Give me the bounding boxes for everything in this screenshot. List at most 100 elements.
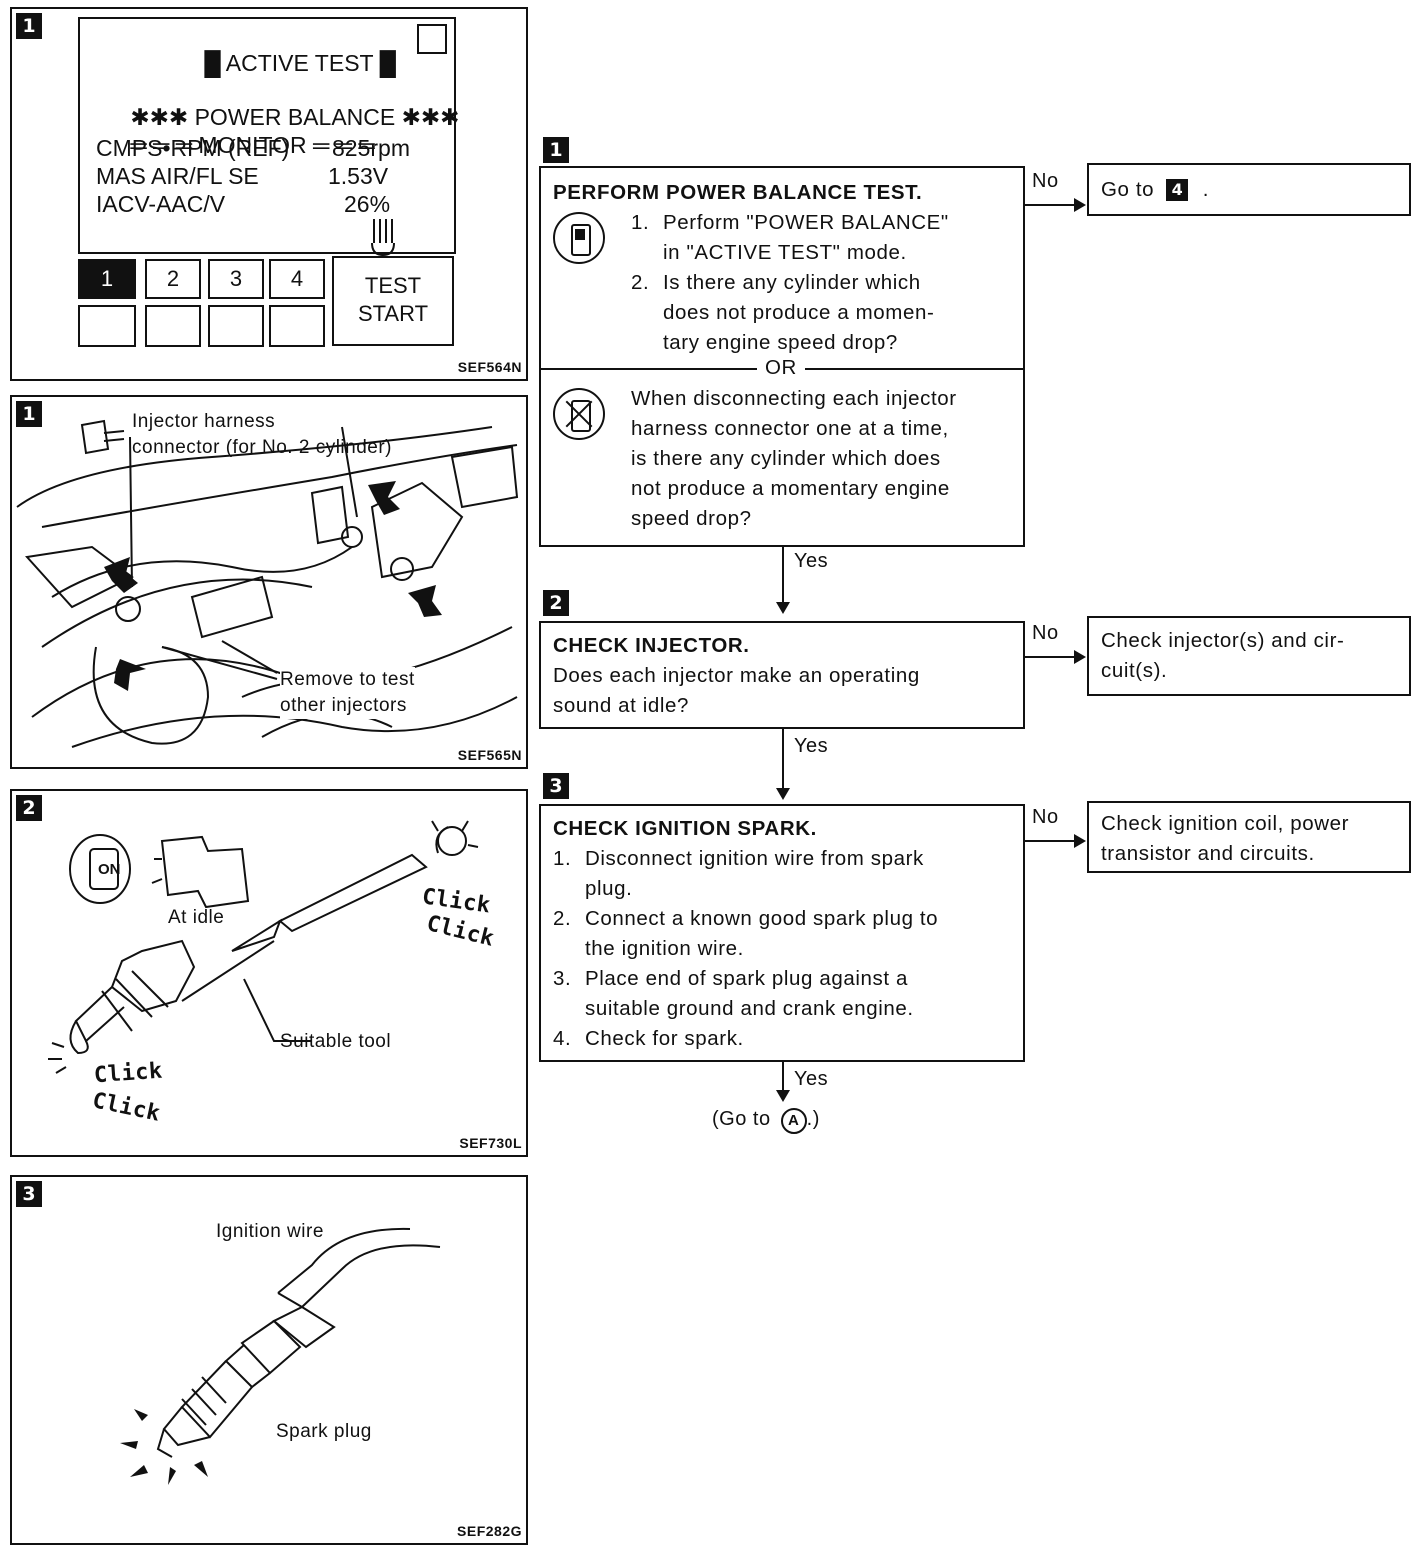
yes-arrow-line <box>782 547 784 605</box>
arrow-icon <box>408 585 442 617</box>
arrow-head-icon <box>776 788 790 800</box>
arrow-icon <box>114 659 146 691</box>
or-label: OR <box>757 354 805 382</box>
spark-plug-drawing <box>120 1227 441 1485</box>
no-arrow-line <box>1025 840 1077 842</box>
step1-title: PERFORM POWER BALANCE TEST. <box>553 181 923 204</box>
yes-branch-label: Yes <box>794 1068 829 1090</box>
check-ignition-text: Check ignition coil, power transistor an… <box>1101 812 1350 865</box>
yes-arrow-line <box>782 729 784 791</box>
injector-tool-drawing <box>48 820 479 1074</box>
monitor-row-label: CMPS•RPM (REF) <box>96 135 290 161</box>
monitor-label: MONITOR <box>198 132 307 158</box>
spark-plug-icon <box>240 1319 302 1375</box>
header-block-icon: █ <box>204 50 221 76</box>
monitor-row-value: 825rpm <box>332 135 410 161</box>
panel-injector-click: 2 ON At idle Click Click Suitable tool C… <box>10 789 528 1157</box>
consult-tool-icon <box>553 212 605 264</box>
monitor-line: ═ ═ ═ MONITOR ═ ═ ═ <box>92 105 375 186</box>
goto-a-text: (Go to A.) <box>712 1108 820 1134</box>
step-badge: 2 <box>16 795 42 821</box>
step3-box: CHECK IGNITION SPARK. 1.Disconnect ignit… <box>539 804 1025 1062</box>
goto-4-box[interactable]: Go to 4 . <box>1087 163 1411 216</box>
power-balance-line: ✱✱✱ POWER BALANCE ✱✱✱ <box>92 77 459 158</box>
key-2-button[interactable]: 2 <box>145 259 201 299</box>
yes-branch-label: Yes <box>794 550 829 572</box>
step-badge: 1 <box>543 137 569 163</box>
arrow-head-icon <box>1074 834 1086 848</box>
figure-code: SEF564N <box>457 359 522 375</box>
double-dash-icon: ═ ═ ═ <box>312 132 375 158</box>
ignition-key-icon <box>69 834 131 904</box>
no-arrow-line <box>1025 204 1077 206</box>
no-branch-label: No <box>1032 170 1059 192</box>
active-test-title: ACTIVE TEST <box>225 50 374 76</box>
step1-alt-text: When disconnecting each injector harness… <box>631 387 957 530</box>
power-balance-label: POWER BALANCE <box>194 104 396 130</box>
blank-key-button[interactable] <box>269 305 325 347</box>
step-badge: 2 <box>543 590 569 616</box>
check-injector-text: Check injector(s) and cir- cuit(s). <box>1101 629 1345 682</box>
no-tool-icon <box>553 388 605 440</box>
ignition-wire-icon <box>301 1244 441 1308</box>
tool-label: Suitable tool <box>280 1031 392 1052</box>
test-start-label: START <box>357 301 429 326</box>
step2-text: Does each injector make an operating sou… <box>553 664 920 717</box>
connector-label: Injector harness connector (for No. 2 cy… <box>132 411 392 458</box>
step-badge: 1 <box>16 401 42 427</box>
yes-arrow-line <box>782 1062 784 1094</box>
at-idle-label: At idle <box>168 907 225 928</box>
asterisk-icon: ✱✱✱ <box>130 104 189 130</box>
asterisk-icon: ✱✱✱ <box>401 104 460 130</box>
panel-active-test: 1 █ ACTIVE TEST █ ✱✱✱ POWER BALANCE ✱✱✱ … <box>10 7 528 381</box>
step2-title: CHECK INJECTOR. <box>553 634 750 657</box>
step-badge: 1 <box>16 13 42 39</box>
double-dash-icon: ═ ═ ═ <box>130 132 193 158</box>
remove-label: Remove to test other injectors <box>280 667 415 719</box>
test-start-button[interactable]: TEST START <box>332 256 454 346</box>
arrow-head-icon <box>776 602 790 614</box>
monitor-row-label: MAS AIR/FL SE <box>96 163 259 189</box>
test-start-label: TEST <box>364 273 422 298</box>
key-1-button[interactable]: 1 <box>78 259 136 299</box>
goto-4-text: Go to 4 . <box>1101 178 1210 201</box>
no-branch-label: No <box>1032 622 1059 644</box>
check-ignition-box: Check ignition coil, power transistor an… <box>1087 801 1411 873</box>
ignition-wire-label: Ignition wire <box>216 1221 324 1242</box>
screen-corner-box[interactable] <box>417 24 447 54</box>
step-badge: 4 <box>1166 179 1189 201</box>
key-4-button[interactable]: 4 <box>269 259 325 299</box>
step3-title: CHECK IGNITION SPARK. <box>553 817 817 840</box>
arrow-icon <box>104 557 138 593</box>
step-badge: 3 <box>543 773 569 799</box>
step-badge: 3 <box>16 1181 42 1207</box>
panel-spark-plug: 3 Ignition wire Spark plug SEF282G <box>10 1175 528 1545</box>
arrow-head-icon <box>1074 198 1086 212</box>
step2-box: CHECK INJECTOR. Does each injector make … <box>539 621 1025 729</box>
blank-key-button[interactable] <box>208 305 264 347</box>
arrow-head-icon <box>776 1090 790 1102</box>
blank-key-button[interactable] <box>78 305 136 347</box>
key-3-button[interactable]: 3 <box>208 259 264 299</box>
figure-code: SEF565N <box>457 747 522 763</box>
screwdriver-icon <box>278 853 428 933</box>
header-block-icon: █ <box>379 50 396 76</box>
yes-branch-label: Yes <box>794 735 829 757</box>
engine-icon <box>160 835 250 909</box>
pointing-hand-icon <box>371 219 395 257</box>
step1-items: 1.Perform "POWER BALANCE"in "ACTIVE TEST… <box>631 211 949 354</box>
consult-screen: █ ACTIVE TEST █ ✱✱✱ POWER BALANCE ✱✱✱ ═ … <box>78 17 459 257</box>
monitor-row-label: IACV-AAC/V <box>96 191 226 217</box>
panel-injector-harness: 1 <box>10 395 528 769</box>
check-injector-box: Check injector(s) and cir- cuit(s). <box>1087 616 1411 696</box>
monitor-row-value: 1.53V <box>328 163 389 189</box>
injector-icon <box>110 939 196 1013</box>
figure-code: SEF282G <box>457 1523 522 1539</box>
arrow-icon <box>368 481 400 515</box>
spark-plug-label: Spark plug <box>276 1421 372 1442</box>
blank-key-button[interactable] <box>145 305 201 347</box>
no-branch-label: No <box>1032 806 1059 828</box>
circled-a-icon: A <box>780 1108 807 1134</box>
step1-box: PERFORM POWER BALANCE TEST. 1.Perform "P… <box>539 166 1025 547</box>
